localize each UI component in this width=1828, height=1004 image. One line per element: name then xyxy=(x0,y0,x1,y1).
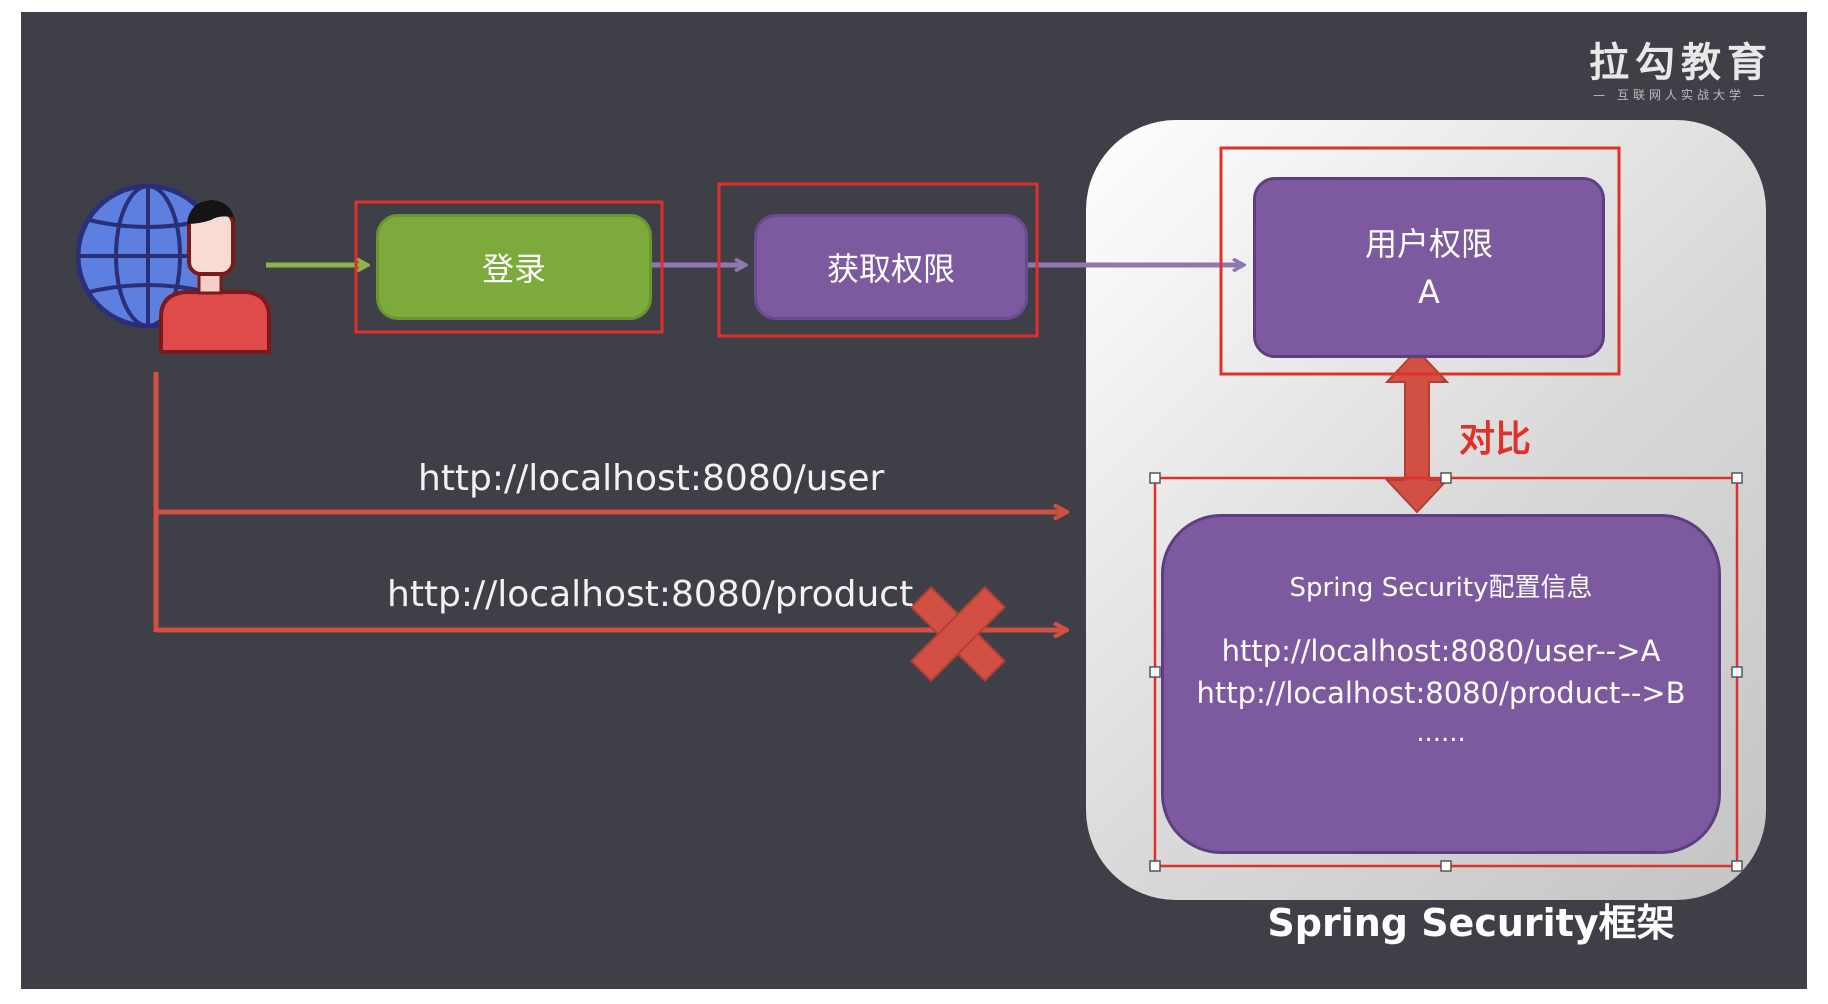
label-url-user: http://localhost:8080/user xyxy=(418,458,885,499)
config-line-user: http://localhost:8080/user-->A xyxy=(1221,634,1661,668)
red-x-icon xyxy=(909,585,1007,683)
highlight-get-permission xyxy=(717,182,1039,338)
config-ellipsis: ...... xyxy=(1416,718,1466,748)
highlight-login xyxy=(354,200,664,334)
node-user-permission: 用户权限 A xyxy=(1253,177,1605,358)
node-get-permission: 获取权限 xyxy=(754,214,1028,320)
user-permission-title: 用户权限 xyxy=(1364,224,1493,263)
label-compare: 对比 xyxy=(1459,419,1532,460)
config-title: Spring Security配置信息 xyxy=(1289,573,1593,603)
brand-tagline: — 互联网人实战大学 — xyxy=(1593,88,1769,102)
config-line-product: http://localhost:8080/product-->B xyxy=(1196,676,1686,710)
label-framework: Spring Security框架 xyxy=(1267,901,1675,945)
diagram-connectors xyxy=(75,146,1743,872)
selection-handles xyxy=(1149,472,1743,872)
label-url-product: http://localhost:8080/product xyxy=(387,574,914,615)
globe-user-icon xyxy=(75,183,271,354)
highlight-user-permission xyxy=(1219,146,1621,376)
user-permission-value: A xyxy=(1418,272,1440,311)
slide-canvas: 拉勾教育 — 互联网人实战大学 — xyxy=(21,12,1807,989)
brand-logo: 拉勾教育 xyxy=(1589,40,1773,86)
node-login: 登录 xyxy=(376,214,652,320)
node-security-config: Spring Security配置信息 http://localhost:808… xyxy=(1161,514,1721,854)
compare-double-arrow-icon xyxy=(1384,348,1450,514)
